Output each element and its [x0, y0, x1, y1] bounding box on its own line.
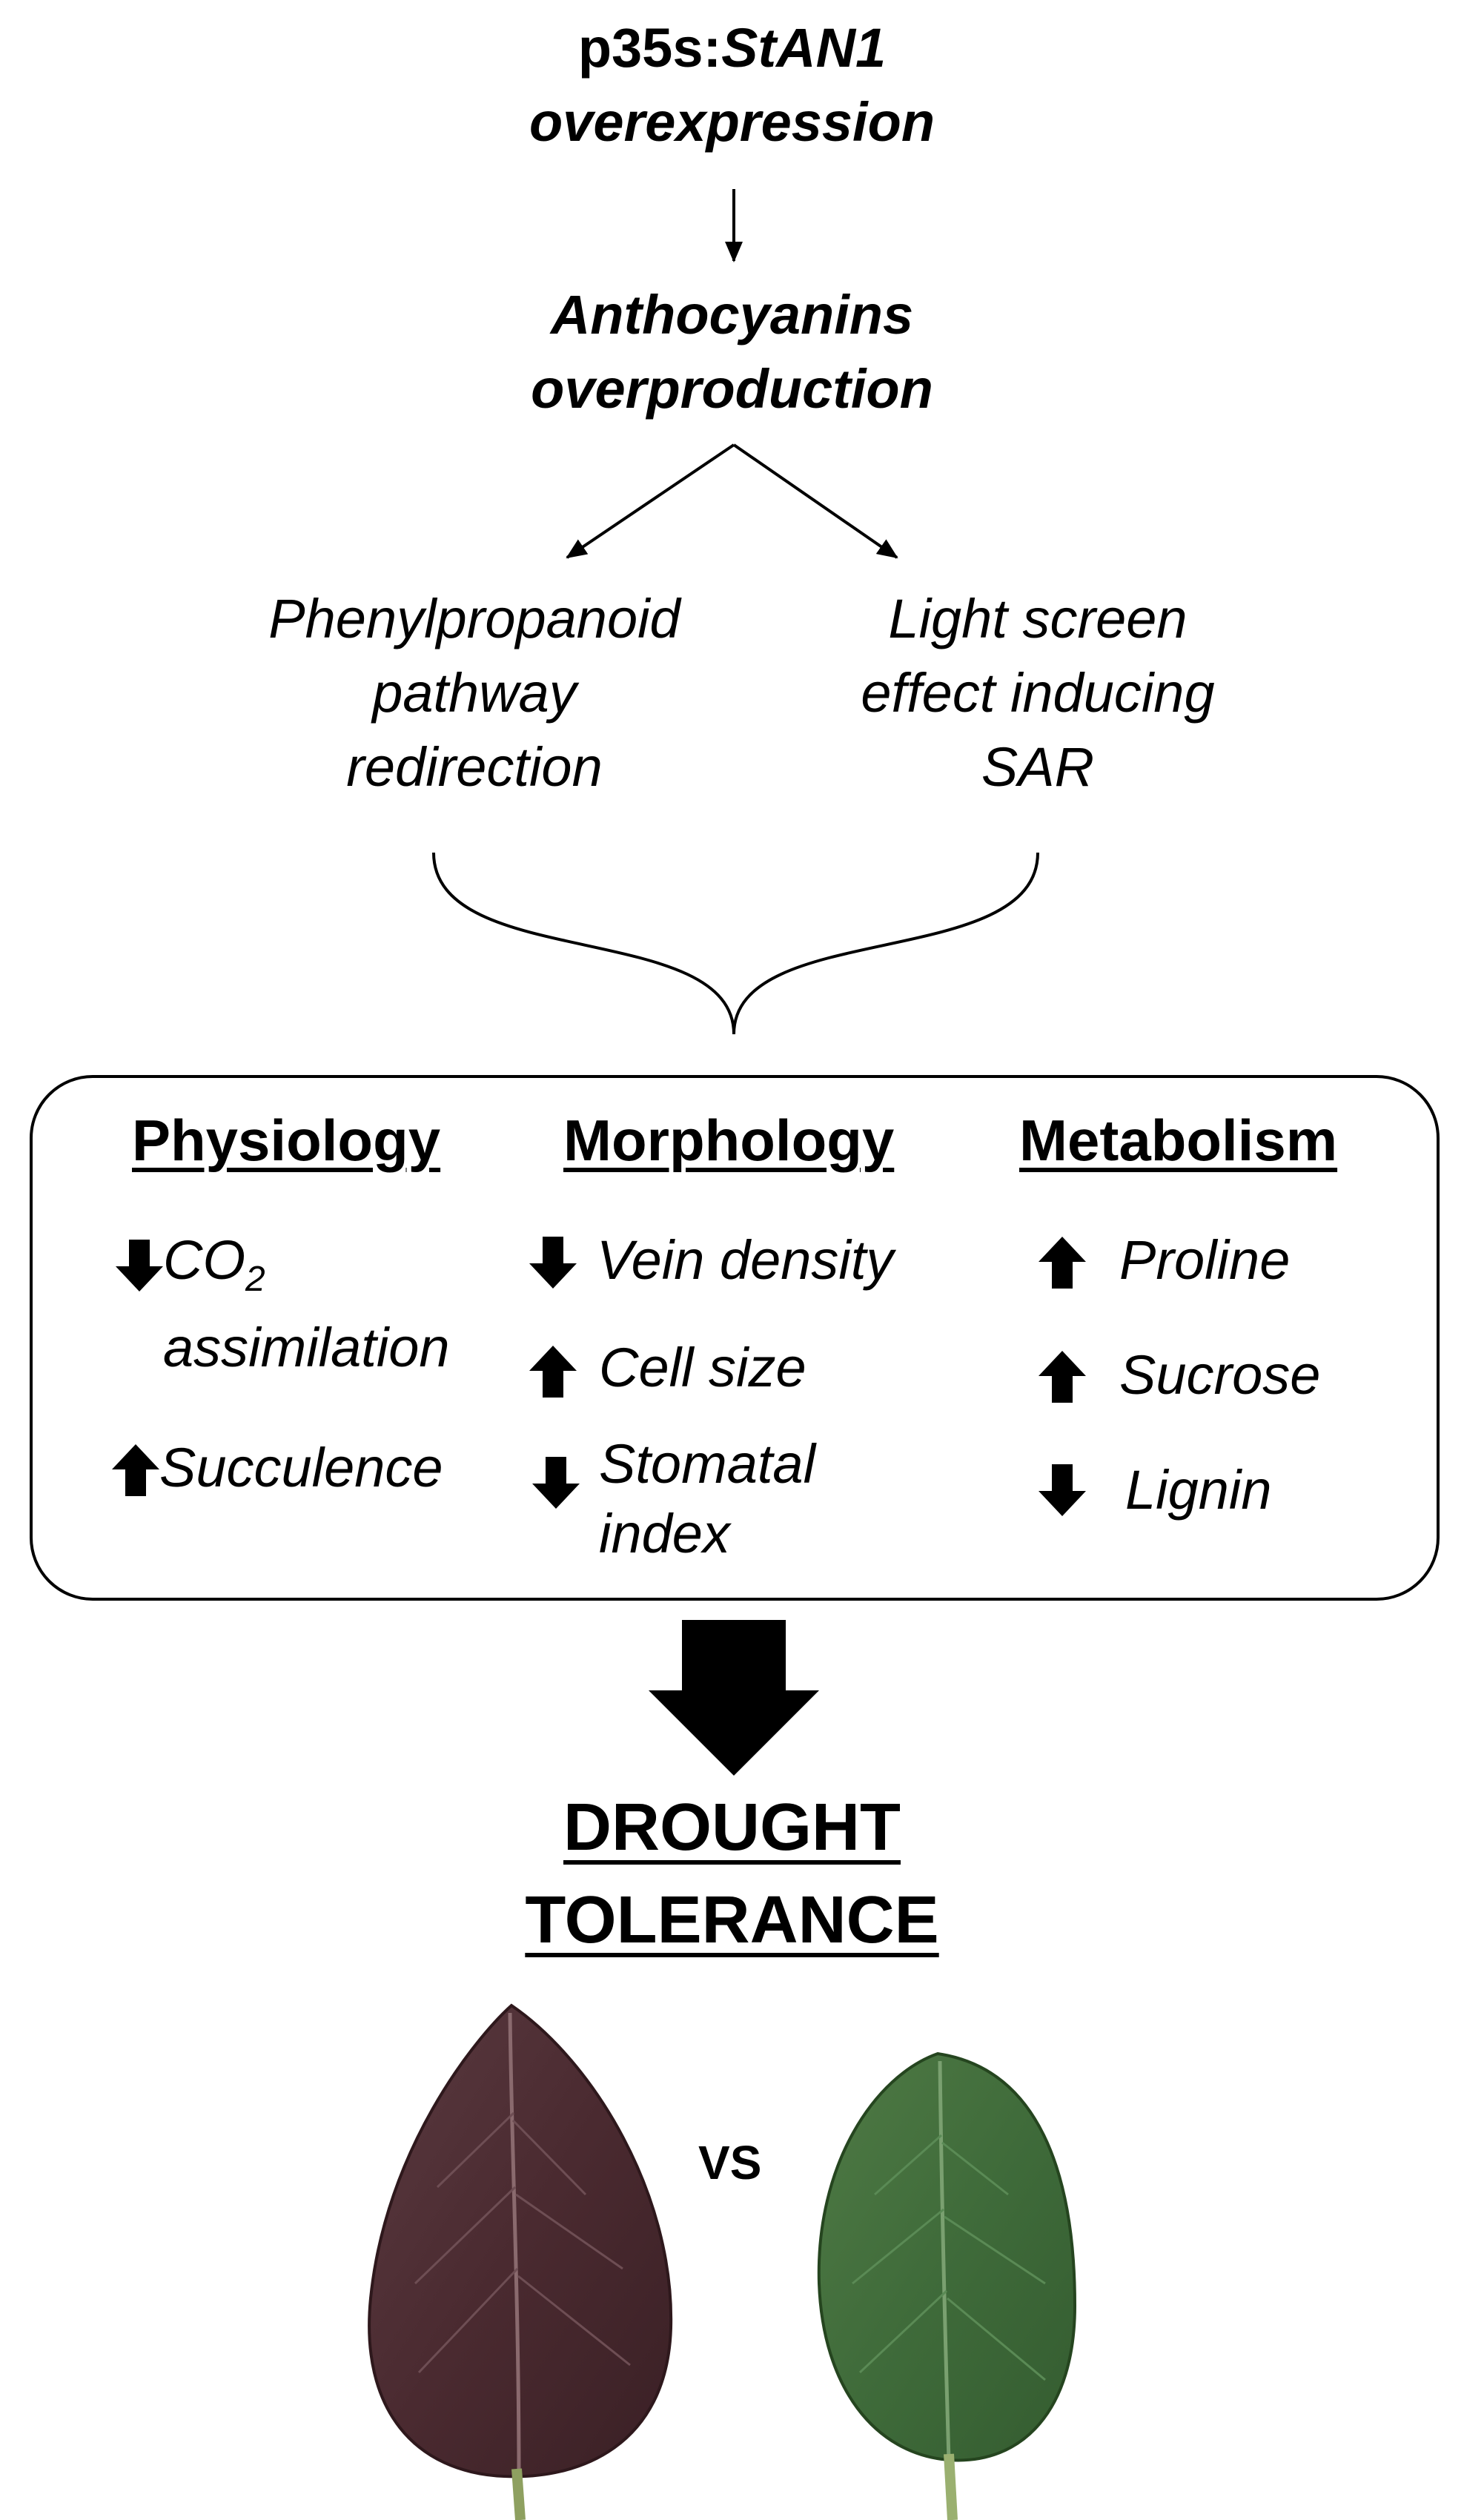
- up-arrow-icon: [529, 1346, 577, 1398]
- big-down-arrow: [649, 1620, 819, 1776]
- construct-prefix: p35s:: [577, 17, 722, 79]
- cell-size-item: Cell size: [599, 1337, 806, 1398]
- branch-right-line3: SAR: [981, 736, 1095, 798]
- tolerance-label: TOLERANCE: [525, 1883, 939, 1957]
- down-arrow-icon: [1039, 1464, 1086, 1516]
- succulence-item: Succulence: [159, 1437, 443, 1498]
- anthocyanins-label: Anthocyanins: [550, 284, 914, 345]
- branch-right: Light screen effect inducing SAR: [786, 582, 1290, 804]
- up-arrow-icon: [1039, 1351, 1086, 1403]
- arrow-branch-left: [566, 443, 735, 559]
- co2-assimilation-item: CO2 assimilation: [163, 1229, 450, 1378]
- overproduction-label: overproduction: [531, 358, 933, 420]
- anthocyanin-leaf-image: [368, 2003, 673, 2520]
- physiology-heading: Physiology: [132, 1108, 441, 1173]
- lignin-item: Lignin: [1125, 1459, 1272, 1521]
- drought-label: DROUGHT: [563, 1790, 901, 1865]
- construct-label: p35s:StAN1: [0, 11, 1464, 85]
- branch-left-line3: redirection: [346, 736, 603, 798]
- sucrose-item: Sucrose: [1119, 1344, 1321, 1406]
- morphology-heading: Morphology: [563, 1108, 895, 1173]
- effects-box: [30, 1075, 1440, 1601]
- vs-label: VS: [698, 2136, 762, 2189]
- branch-right-line1: Light screen: [888, 588, 1188, 649]
- down-arrow-icon: [116, 1240, 163, 1292]
- branch-left: Phenylpropanoid pathway redirection: [208, 582, 741, 804]
- proline-item: Proline: [1119, 1229, 1291, 1291]
- up-arrow-icon: [1039, 1237, 1086, 1289]
- wildtype-leaf-image: [817, 2051, 1077, 2520]
- down-arrow-icon: [529, 1237, 577, 1289]
- gene-name: StAN1: [721, 17, 887, 79]
- arrow-branch-right: [732, 443, 898, 559]
- branch-left-line1: Phenylpropanoid: [268, 588, 680, 649]
- metabolism-heading: Metabolism: [1019, 1108, 1338, 1173]
- down-arrow-icon: [532, 1457, 580, 1509]
- stomatal-index-item: Stomatal index: [599, 1433, 816, 1564]
- overexpression-label: overexpression: [529, 91, 935, 153]
- branch-right-line2: effect inducing: [861, 662, 1215, 724]
- merge-brace: [432, 852, 1039, 1035]
- branch-left-line2: pathway: [372, 662, 577, 724]
- up-arrow-icon: [112, 1444, 159, 1496]
- vein-density-item: Vein density: [597, 1229, 894, 1291]
